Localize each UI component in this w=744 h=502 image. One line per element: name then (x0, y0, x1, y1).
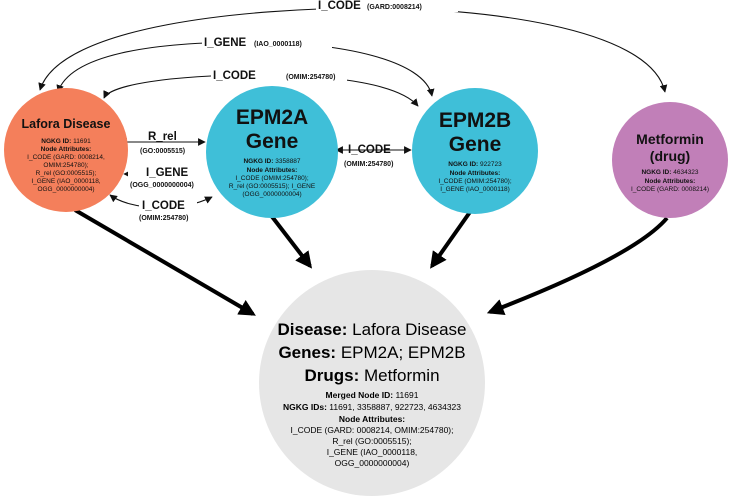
ngkg-ids-line: NGKG IDs: 11691, 3358887, 922723, 463432… (283, 402, 461, 412)
node-merged: Disease: Lafora Disease Genes: EPM2A; EP… (259, 270, 485, 496)
attribute-line: OGG_0000000004) (37, 186, 94, 193)
disease-line: Disease: Lafora Disease (277, 320, 466, 339)
edge-name-text: R_rel (148, 131, 177, 143)
attribute-line: I_CODE (GARD: 0008214) (631, 186, 709, 193)
node-epm2b-gene: EPM2B Gene NGKG ID: 922723 Node Attribut… (412, 88, 538, 214)
node-circle (206, 86, 338, 218)
node-circle (259, 270, 485, 496)
edge-id-text: (OMIM:254780) (139, 215, 188, 222)
node-title: Metformin (636, 131, 704, 147)
arrow-metformin-to-merged (486, 216, 669, 315)
attribute-line: I_GENE (IAO_0000118) (440, 186, 510, 193)
arrow-epm2b-to-merged (430, 210, 472, 269)
attribute-line: OMIM:254780); (43, 162, 88, 169)
node-lafora-disease: Lafora Disease NGKG ID: 11691 Node Attri… (4, 88, 128, 212)
attribute-line: R_rel (GO:0005515); (332, 436, 411, 446)
attributes-label: Node Attributes: (450, 170, 501, 177)
edge-name-text: I_GENE (146, 167, 189, 179)
arrow-epm2a-to-merged (268, 212, 313, 269)
attributes-label: Node Attributes: (41, 146, 92, 153)
label-r-rel: R_rel (GO:0005515) (140, 131, 185, 155)
node-title: EPM2B (439, 109, 511, 132)
edge-name-text: I_CODE (318, 0, 361, 12)
label-i-code-omim-top: I_CODE (OMIM:254780) (211, 69, 347, 82)
attribute-line: I_CODE (GARD: 0008214, (27, 154, 105, 161)
edge-id-text: (GO:0005515) (140, 148, 185, 155)
node-title: (drug) (650, 148, 690, 164)
node-circle (412, 88, 538, 214)
edge-name-text: I_CODE (213, 70, 256, 82)
label-i-gene-iao: I_GENE (IAO_0000118) (202, 36, 332, 49)
drugs-line: Drugs: Metformin (304, 366, 439, 385)
edge-id-text: (OMIM:254780) (344, 161, 393, 168)
genes-line: Genes: EPM2A; EPM2B (278, 343, 465, 362)
ngkg-id-line: NGKG ID: 11691 (41, 138, 91, 145)
node-title: Lafora Disease (22, 117, 111, 131)
label-i-gene-ogg: I_GENE (OGG_0000000004) (128, 166, 206, 190)
node-circle (4, 88, 128, 212)
attribute-line: I_CODE (OMIM:254780); (235, 175, 309, 182)
node-metformin-drug: Metformin (drug) NGKG ID: 4634323 Node A… (612, 102, 728, 218)
node-title: Gene (246, 130, 299, 153)
attribute-line: R_rel (GO:0005515); I_GENE (229, 183, 316, 190)
node-title: EPM2A (236, 106, 308, 129)
node-circle (612, 102, 728, 218)
edge-id-text: (IAO_0000118) (254, 41, 302, 48)
node-epm2a-gene: EPM2A Gene NGKG ID: 3358887 Node Attribu… (206, 86, 338, 218)
label-i-code-gard: I_CODE (GARD:0008214) (316, 0, 458, 12)
attributes-label: Node Attributes: (645, 178, 696, 185)
edge-id-text: (OGG_0000000004) (130, 182, 194, 189)
ngkg-id-line: NGKG ID: 4634323 (641, 169, 698, 176)
attributes-label: Node Attributes: (247, 167, 298, 174)
label-i-code-omim-mid: I_CODE (OMIM:254780) (344, 144, 393, 168)
merged-node-id-line: Merged Node ID: 11691 (326, 390, 419, 400)
ngkg-id-line: NGKG ID: 3358887 (243, 158, 300, 165)
attribute-line: I_CODE (OMIM:254780); (438, 178, 512, 185)
edge-name-text: I_CODE (348, 144, 391, 156)
attribute-line: OGG_0000000004) (335, 458, 410, 468)
edge-id-text: (GARD:0008214) (367, 4, 422, 11)
node-title: Gene (449, 133, 502, 156)
attribute-line: I_GENE (IAO_0000118, (327, 447, 418, 457)
attributes-label: Node Attributes: (339, 414, 405, 424)
edge-name-text: I_GENE (204, 37, 247, 49)
edge-id-text: (OMIM:254780) (286, 74, 335, 81)
attribute-line: R_rel (GO:0005515); (36, 170, 97, 177)
attribute-line: I_GENE (IAO_0000118, (31, 178, 100, 185)
arrow-lafora-to-merged (73, 208, 256, 316)
label-i-code-omim-bottom: I_CODE (OMIM:254780) (139, 199, 197, 223)
edge-name-text: I_CODE (142, 200, 185, 212)
attribute-line: (OGG_0000000004) (242, 191, 301, 198)
ngkg-id-line: NGKG ID: 922723 (448, 161, 502, 168)
attribute-line: I_CODE (GARD: 0008214, OMIM:254780); (291, 425, 454, 435)
